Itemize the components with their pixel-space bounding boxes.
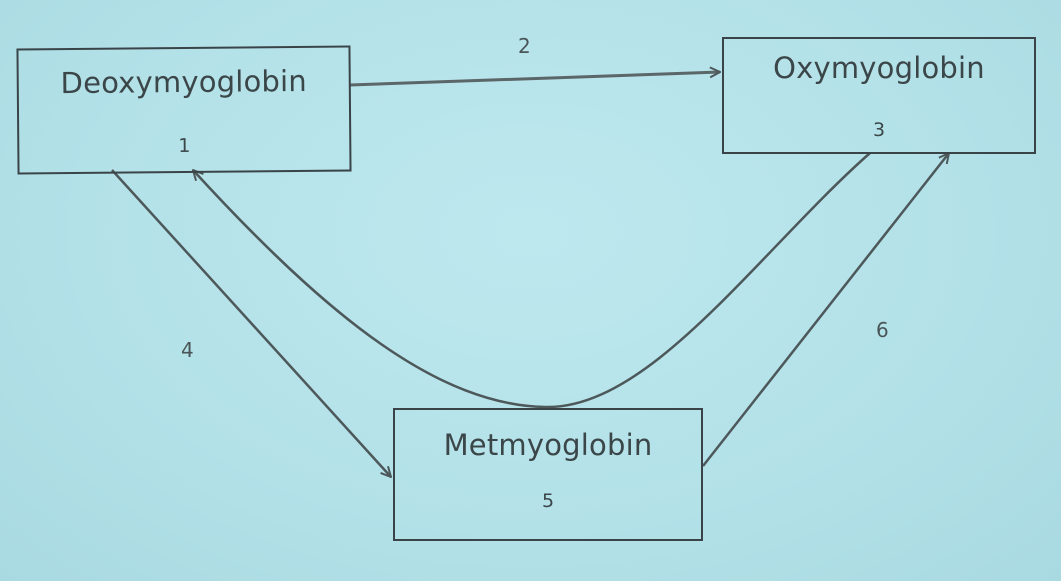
node-metmyoglobin: Metmyoglobin 5	[393, 408, 703, 541]
node-deoxymyoglobin: Deoxymyoglobin 1	[16, 45, 352, 175]
edge-oxy-to-deoxy-curved	[193, 152, 871, 409]
node-title: Metmyoglobin	[443, 428, 653, 462]
node-number: 5	[541, 490, 555, 512]
node-title: Oxymyoglobin	[773, 51, 985, 85]
node-number: 1	[178, 134, 191, 158]
edge-label-2: 2	[518, 34, 531, 58]
edge-label-4: 4	[181, 338, 194, 362]
edge-label-6: 6	[876, 318, 889, 342]
node-title: Deoxymyoglobin	[60, 63, 308, 101]
node-oxymyoglobin: Oxymyoglobin 3	[722, 37, 1036, 154]
edge-met-to-oxy	[702, 153, 949, 467]
edge-deoxy-to-met	[111, 169, 391, 477]
edge-deoxy-to-oxy	[349, 72, 720, 87]
node-number: 3	[872, 119, 886, 141]
